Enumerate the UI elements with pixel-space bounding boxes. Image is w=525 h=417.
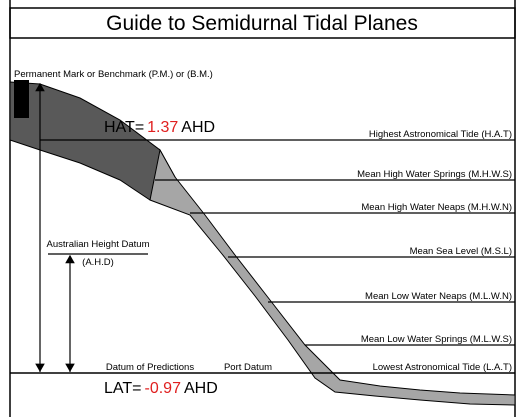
plane-label-msl: Mean Sea Level (M.S.L)	[410, 246, 512, 257]
hat-suffix: AHD	[181, 119, 215, 136]
lat-prefix: LAT=	[104, 380, 142, 397]
benchmark-label: Permanent Mark or Benchmark (P.M.) or (B…	[14, 69, 213, 80]
lat-suffix: AHD	[184, 380, 218, 397]
datum-of-predictions-label: Datum of Predictions	[106, 362, 194, 373]
plane-label-mlws: Mean Low Water Springs (M.L.W.S)	[361, 334, 512, 345]
benchmark-block	[14, 80, 29, 118]
title-box	[9, 7, 516, 39]
port-datum-label: Port Datum	[224, 362, 272, 373]
hat-value: 1.37	[147, 119, 178, 136]
hat-prefix: HAT=	[104, 119, 144, 136]
dark-shore-band	[9, 81, 176, 201]
plane-label-lat: Lowest Astronomical Tide (L.A.T)	[373, 362, 512, 373]
page-title: Guide to Semidurnal Tidal Planes	[106, 12, 418, 35]
plane-label-mhwn: Mean High Water Neaps (M.H.W.N)	[361, 202, 512, 213]
tidal-plane-lines: Highest Astronomical Tide (H.A.T) Mean Hi…	[40, 129, 515, 373]
light-seabed-band	[149, 148, 516, 406]
ahd-label-2: (A.H.D)	[82, 257, 114, 268]
plane-label-mhws: Mean High Water Springs (M.H.W.S)	[357, 169, 512, 180]
ahd-label-1: Australian Height Datum	[47, 239, 150, 250]
lat-value: -0.97	[145, 380, 182, 397]
plane-label-mlwn: Mean Low Water Neaps (M.L.W.N)	[365, 291, 512, 302]
plane-label-hat: Highest Astronomical Tide (H.A.T)	[369, 129, 512, 140]
